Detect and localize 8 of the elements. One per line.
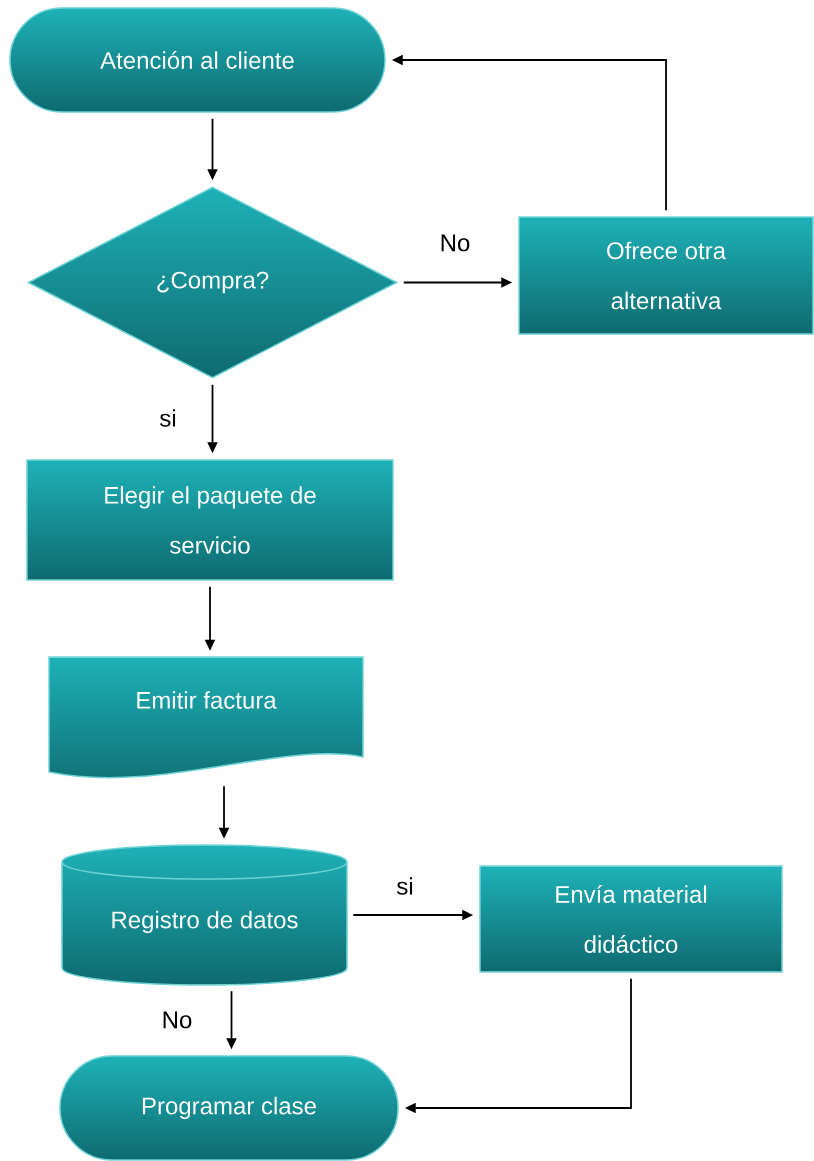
process-box: Elegir el paquete de servicio xyxy=(26,459,394,581)
edge-label: si xyxy=(160,409,176,427)
edge-label: No xyxy=(441,234,470,252)
edge-label: si xyxy=(397,877,413,895)
database-cylinder: Registro de datos xyxy=(61,844,348,986)
edge-label: No xyxy=(163,1011,192,1029)
process-box: Ofrece otra alternativa xyxy=(518,216,814,335)
process-box: Envía material didáctico xyxy=(479,865,783,973)
